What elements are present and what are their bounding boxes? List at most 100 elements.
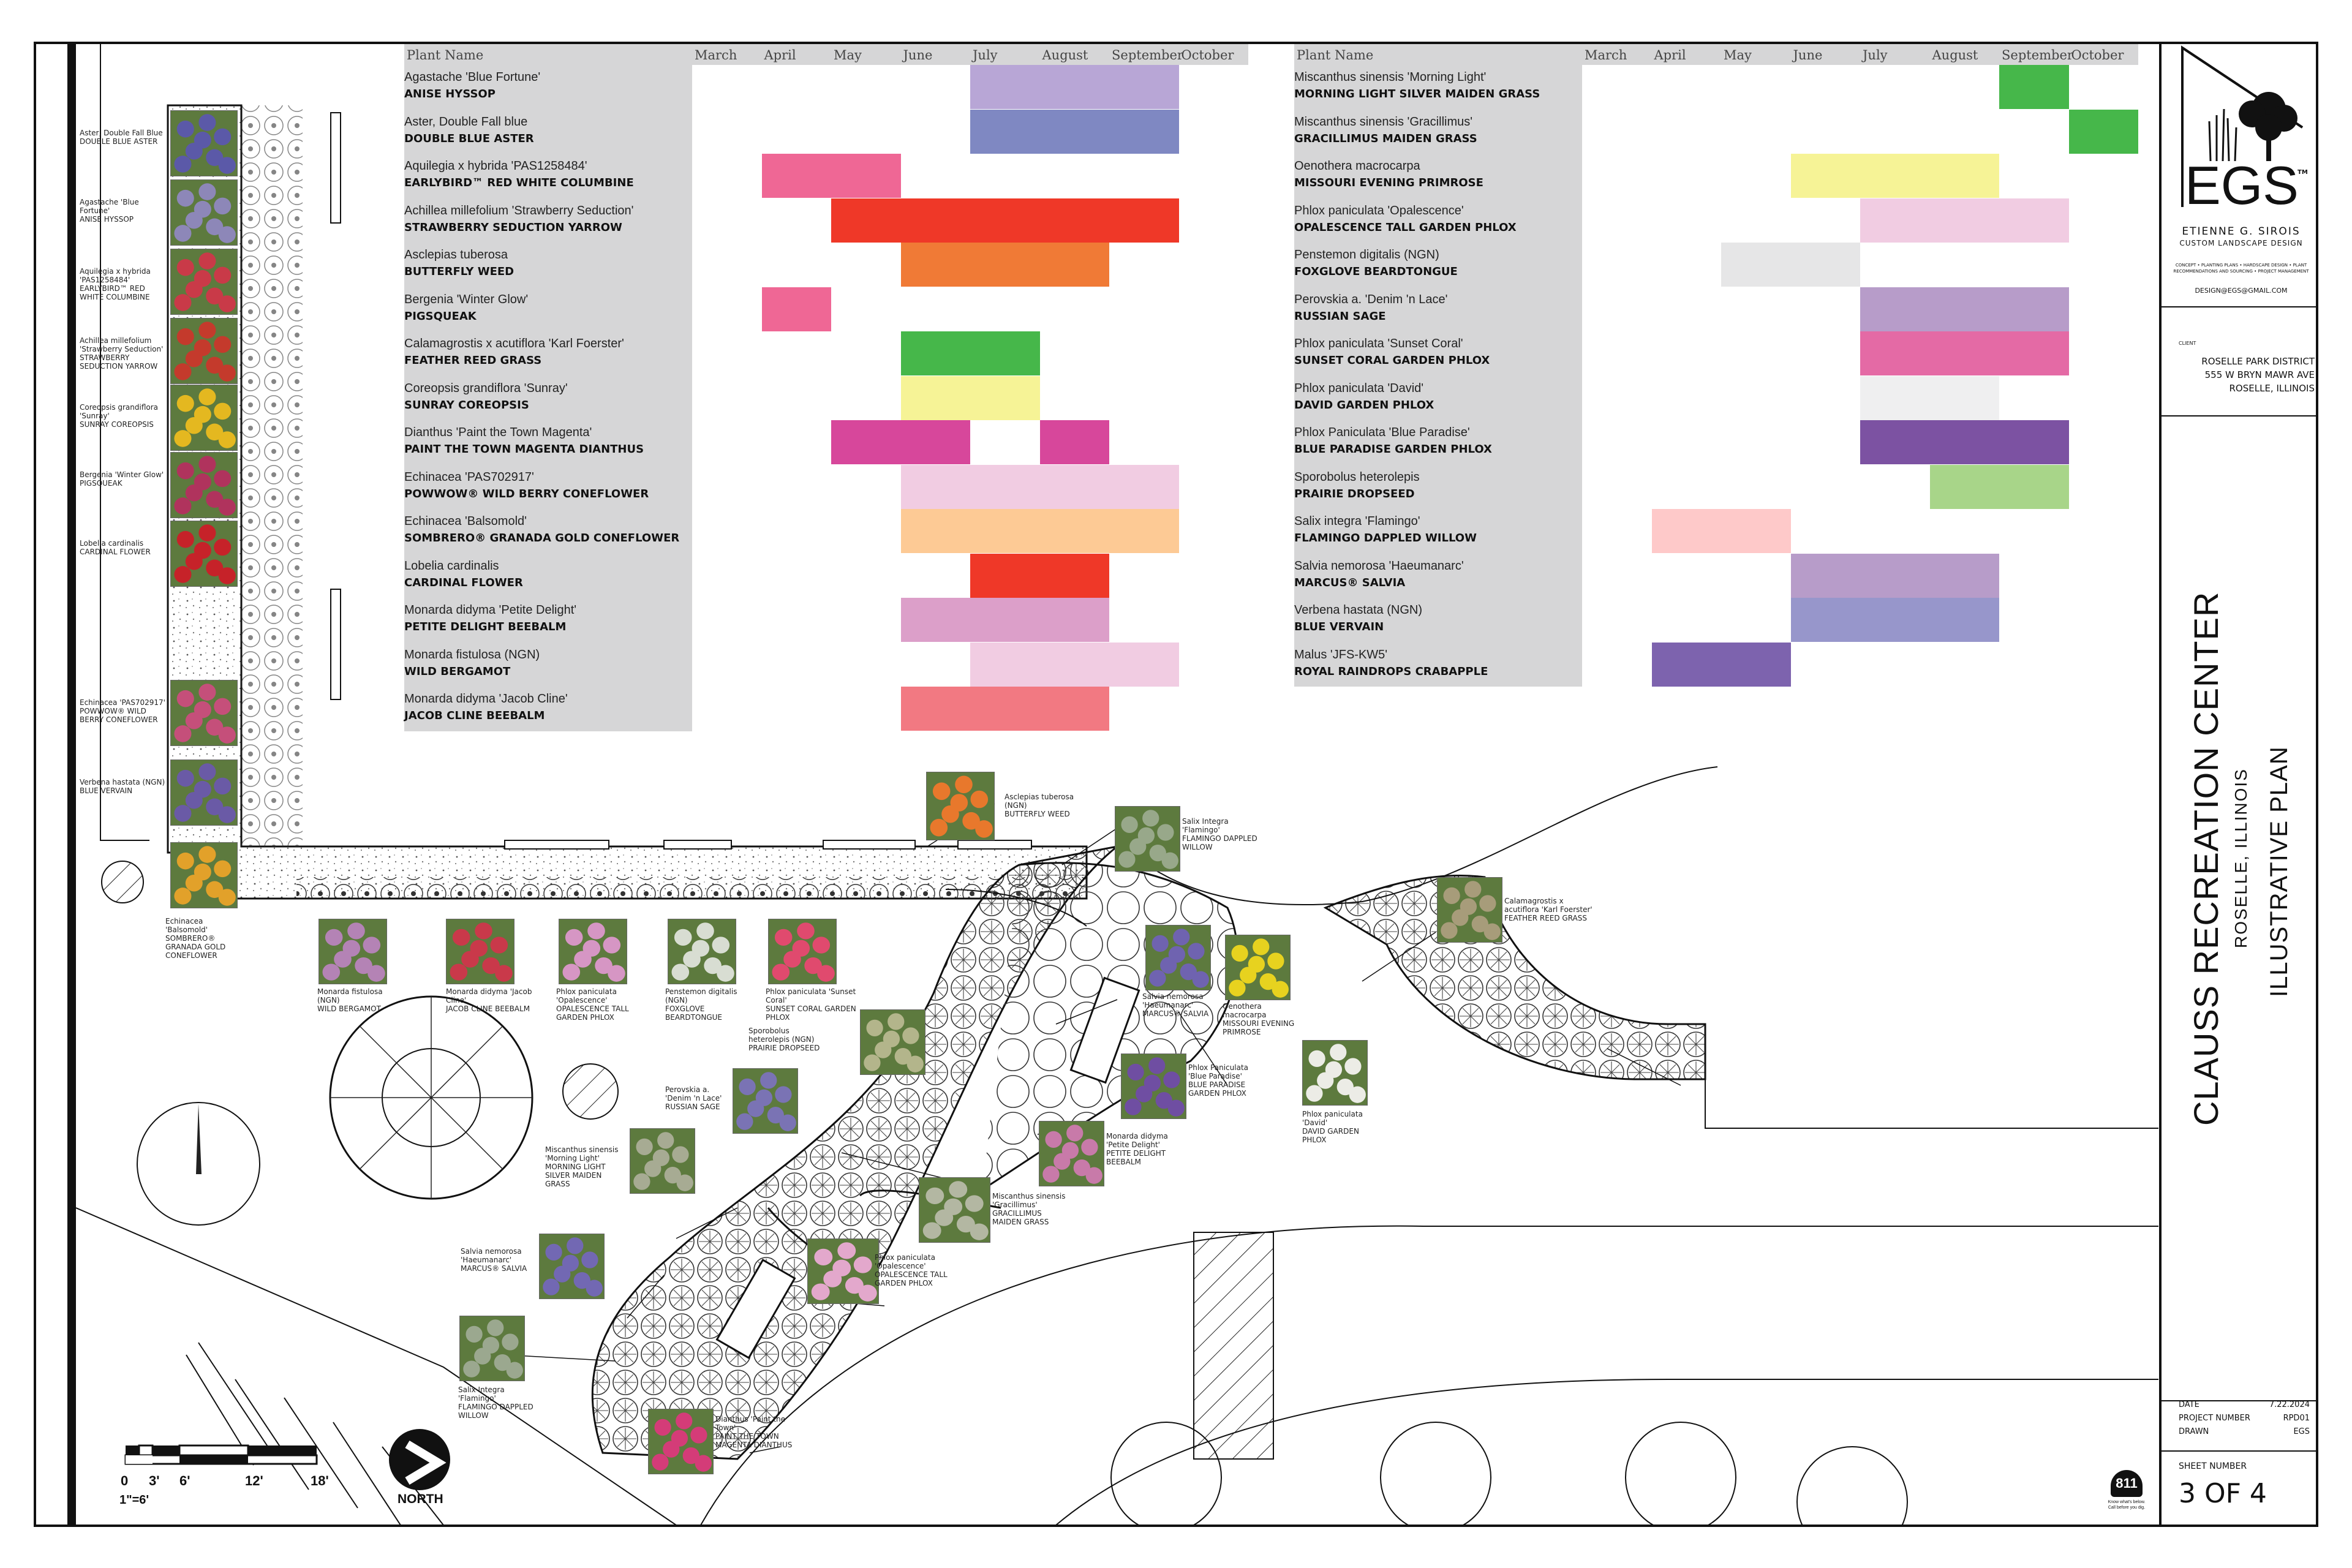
- callout-scientific-name: Phlox paniculata 'David': [1302, 1110, 1363, 1127]
- sheet-number: 3 OF 4: [2179, 1478, 2267, 1509]
- plant-common-name: RUSSIAN SAGE: [1294, 309, 1386, 323]
- callout-common-name: BLUE PARADISE GARDEN PHLOX: [1188, 1080, 1246, 1098]
- plant-scientific-name: Lobelia cardinalis: [404, 559, 499, 573]
- callout-common-name: BLUE VERVAIN: [80, 786, 133, 795]
- right-month-july: July: [1863, 48, 1888, 62]
- left-plant-row: Coreopsis grandiflora 'Sunray'SUNRAY COR…: [404, 380, 692, 414]
- plant-photo: [648, 1409, 714, 1474]
- right-plant-row: Phlox Paniculata 'Blue Paradise'BLUE PAR…: [1294, 424, 1582, 458]
- right-bloom-bar: [1999, 65, 2069, 109]
- right-plant-row: Perovskia a. 'Denim 'n Lace'RUSSIAN SAGE: [1294, 291, 1582, 325]
- plant-callout-label: Salvia nemorosa 'Haeumanarc'MARCUS® SALV…: [1142, 992, 1222, 1018]
- plant-scientific-name: Verbena hastata (NGN): [1294, 603, 1422, 617]
- plant-photo: [539, 1234, 605, 1299]
- plant-common-name: SUNRAY COREOPSIS: [404, 398, 529, 412]
- left-bloom-bar: [761, 287, 831, 331]
- left-bloom-bar: [970, 553, 1109, 598]
- callout-scientific-name: Aster, Double Fall Blue: [80, 129, 163, 137]
- callout-scientific-name: Aquilegia x hybrida 'PAS1258484' EARLYBI…: [80, 267, 151, 293]
- plant-scientific-name: Salvia nemorosa 'Haeumanarc': [1294, 559, 1464, 573]
- plant-common-name: BUTTERFLY WEED: [404, 265, 514, 278]
- plant-scientific-name: Salix integra 'Flamingo': [1294, 514, 1420, 528]
- plant-scientific-name: Phlox paniculata 'Opalescence': [1294, 203, 1464, 217]
- right-month-october: October: [2071, 48, 2124, 62]
- title-block: EGS TM ETIENNE G. SIROIS CUSTOM LANDSCAP…: [2159, 42, 2318, 1527]
- plant-common-name: JACOB CLINE BEEBALM: [404, 709, 545, 722]
- plant-common-name: FEATHER REED GRASS: [404, 354, 542, 367]
- plant-callout-label: Verbena hastata (NGN)BLUE VERVAIN: [80, 778, 165, 795]
- project-location: ROSELLE, ILLINOIS: [2231, 768, 2250, 948]
- right-month-april: April: [1654, 48, 1686, 62]
- plant-photo: [170, 760, 238, 826]
- callout-scientific-name: Sporobolus heterolepis (NGN): [748, 1027, 815, 1044]
- plant-photo: [170, 385, 238, 451]
- sheet-title: ILLUSTRATIVE PLAN: [2266, 746, 2293, 997]
- left-bloom-bar: [900, 598, 1109, 642]
- right-plant-row: Miscanthus sinensis 'Morning Light'MORNI…: [1294, 69, 1582, 103]
- plant-scientific-name: Oenothera macrocarpa: [1294, 159, 1420, 173]
- date-label: DATE: [2179, 1400, 2199, 1409]
- right-bloom-bar: [1651, 509, 1791, 553]
- client-line-2: 555 W BRYN MAWR AVE: [2204, 369, 2315, 380]
- right-bloom-bar: [1860, 198, 2069, 243]
- callout-common-name: OPALESCENCE TALL GARDEN PHLOX: [875, 1270, 948, 1287]
- left-plant-row: Aquilegia x hybrida 'PAS1258484'EARLYBIR…: [404, 157, 692, 192]
- plant-scientific-name: Monarda didyma 'Jacob Cline': [404, 692, 568, 706]
- right-month-june: June: [1793, 48, 1823, 62]
- plant-callout-label: Phlox paniculata 'David'DAVID GARDEN PHL…: [1302, 1110, 1382, 1144]
- callout-scientific-name: Oenothera macrocarpa: [1223, 1002, 1267, 1019]
- callout-scientific-name: Penstemon digitalis (NGN): [665, 987, 737, 1005]
- site-plan-drawing: [76, 44, 2158, 1525]
- callout-common-name: MISSOURI EVENING PRIMROSE: [1223, 1019, 1295, 1036]
- callout-common-name: RUSSIAN SAGE: [665, 1102, 720, 1111]
- callout-scientific-name: Dianthus 'Paint the Town': [715, 1415, 786, 1432]
- left-plant-row: Bergenia 'Winter Glow'PIGSQUEAK: [404, 291, 692, 325]
- callout-scientific-name: Agastache 'Blue Fortune': [80, 198, 139, 215]
- plant-common-name: EARLYBIRD™ RED WHITE COLUMBINE: [404, 176, 634, 189]
- 811-caption: Know what's below. Call before you dig.: [2108, 1500, 2146, 1510]
- north-label: NORTH: [398, 1492, 443, 1506]
- 811-icon: 811: [2111, 1470, 2143, 1497]
- callout-common-name: FOXGLOVE BEARDTONGUE: [665, 1005, 723, 1022]
- sheet-border: [34, 42, 2318, 1527]
- left-month-june: June: [903, 48, 933, 62]
- left-plant-row: Calamagrostis x acutiflora 'Karl Foerste…: [404, 335, 692, 369]
- plant-photo: [919, 1177, 990, 1243]
- plant-callout-label: Dianthus 'Paint the Town'PAINT THE TOWN …: [715, 1415, 807, 1449]
- plant-common-name: SUNSET CORAL GARDEN PHLOX: [1294, 354, 1490, 367]
- plant-common-name: MARCUS® SALVIA: [1294, 576, 1406, 589]
- right-bloom-bar: [2068, 109, 2138, 154]
- plant-common-name: FOXGLOVE BEARDTONGUE: [1294, 265, 1458, 278]
- project-number-label: PROJECT NUMBER: [2179, 1414, 2250, 1423]
- callout-common-name: MORNING LIGHT SILVER MAIDEN GRASS: [545, 1163, 606, 1188]
- callout-scientific-name: Salix Integra 'Flamingo': [1182, 817, 1229, 834]
- left-plant-row: Dianthus 'Paint the Town Magenta'PAINT T…: [404, 424, 692, 458]
- callout-common-name: OPALESCENCE TALL GARDEN PHLOX: [556, 1005, 629, 1022]
- plant-common-name: PAINT THE TOWN MAGENTA DIANTHUS: [404, 443, 644, 456]
- plant-scientific-name: Phlox Paniculata 'Blue Paradise': [1294, 426, 1470, 439]
- left-month-august: August: [1042, 48, 1088, 62]
- plant-callout-label: Salvia nemorosa 'Haeumanarc'MARCUS® SALV…: [461, 1247, 534, 1273]
- right-header-plant-name: Plant Name: [1297, 48, 1374, 62]
- callout-common-name: PIGSQUEAK: [80, 479, 123, 488]
- plant-common-name: FLAMINGO DAPPLED WILLOW: [1294, 532, 1477, 545]
- callout-common-name: WILD BERGAMOT: [317, 1005, 381, 1013]
- plant-callout-label: Echinacea 'Balsomold'SOMBRERO® GRANADA G…: [165, 917, 245, 960]
- client-label: CLIENT: [2179, 341, 2196, 346]
- left-month-may: May: [834, 48, 862, 62]
- left-bloom-bar: [1039, 420, 1109, 464]
- plant-scientific-name: Miscanthus sinensis 'Gracillimus': [1294, 115, 1473, 129]
- plant-scientific-name: Aster, Double Fall blue: [404, 115, 528, 129]
- right-bloom-bar: [1790, 154, 1999, 198]
- right-plant-row: Phlox paniculata 'Opalescence'OPALESCENC…: [1294, 202, 1582, 236]
- right-bloom-bar: [1860, 420, 2069, 464]
- plant-common-name: SOMBRERO® GRANADA GOLD CONEFLOWER: [404, 532, 680, 545]
- plant-common-name: PIGSQUEAK: [404, 309, 477, 323]
- logo-text: EGS: [2185, 155, 2299, 213]
- callout-scientific-name: Monarda didyma 'Jacob Cline': [446, 987, 532, 1005]
- callout-common-name: FLAMINGO DAPPLED WILLOW: [1182, 834, 1257, 851]
